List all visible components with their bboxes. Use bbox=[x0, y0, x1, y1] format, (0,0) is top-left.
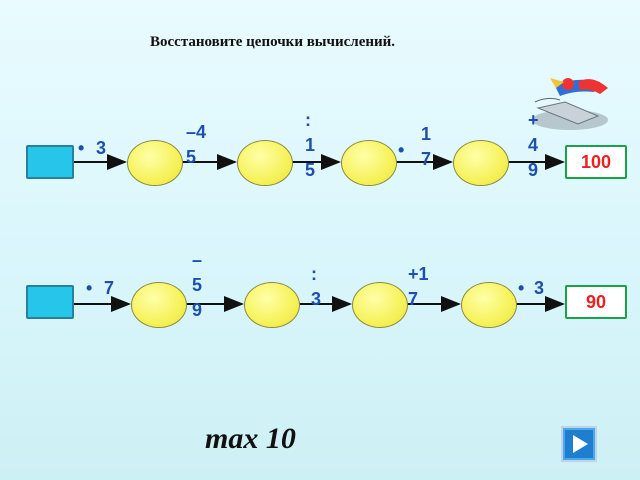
chain2-op-3: :3 bbox=[311, 264, 322, 309]
chain1-op-4-sign: • bbox=[398, 140, 405, 160]
chain1-step-1[interactable] bbox=[127, 140, 183, 186]
chain1-op-1: • bbox=[78, 138, 85, 158]
chain1-result: 100 bbox=[565, 145, 627, 179]
chain2-step-1[interactable] bbox=[131, 282, 187, 328]
chain2-input-box[interactable] bbox=[26, 285, 74, 319]
max-score-text: max 10 bbox=[205, 422, 296, 455]
play-next-icon bbox=[573, 435, 588, 453]
chain2-step-4[interactable] bbox=[461, 282, 517, 328]
chain2-op-1: • bbox=[86, 278, 93, 298]
chain1-step-3[interactable] bbox=[341, 140, 397, 186]
bird-icon bbox=[532, 78, 608, 130]
chain2-op-5-sign: • bbox=[518, 278, 525, 298]
chain1-step-2[interactable] bbox=[237, 140, 293, 186]
chain2-step-3[interactable] bbox=[352, 282, 408, 328]
page-title: Восстановите цепочки вычислений. bbox=[150, 34, 396, 50]
chain2-step-2[interactable] bbox=[244, 282, 300, 328]
next-slide-button[interactable] bbox=[561, 426, 597, 462]
chain1-step-4[interactable] bbox=[453, 140, 509, 186]
chain1-input-box[interactable] bbox=[26, 145, 74, 179]
chain2-result: 90 bbox=[565, 285, 627, 319]
